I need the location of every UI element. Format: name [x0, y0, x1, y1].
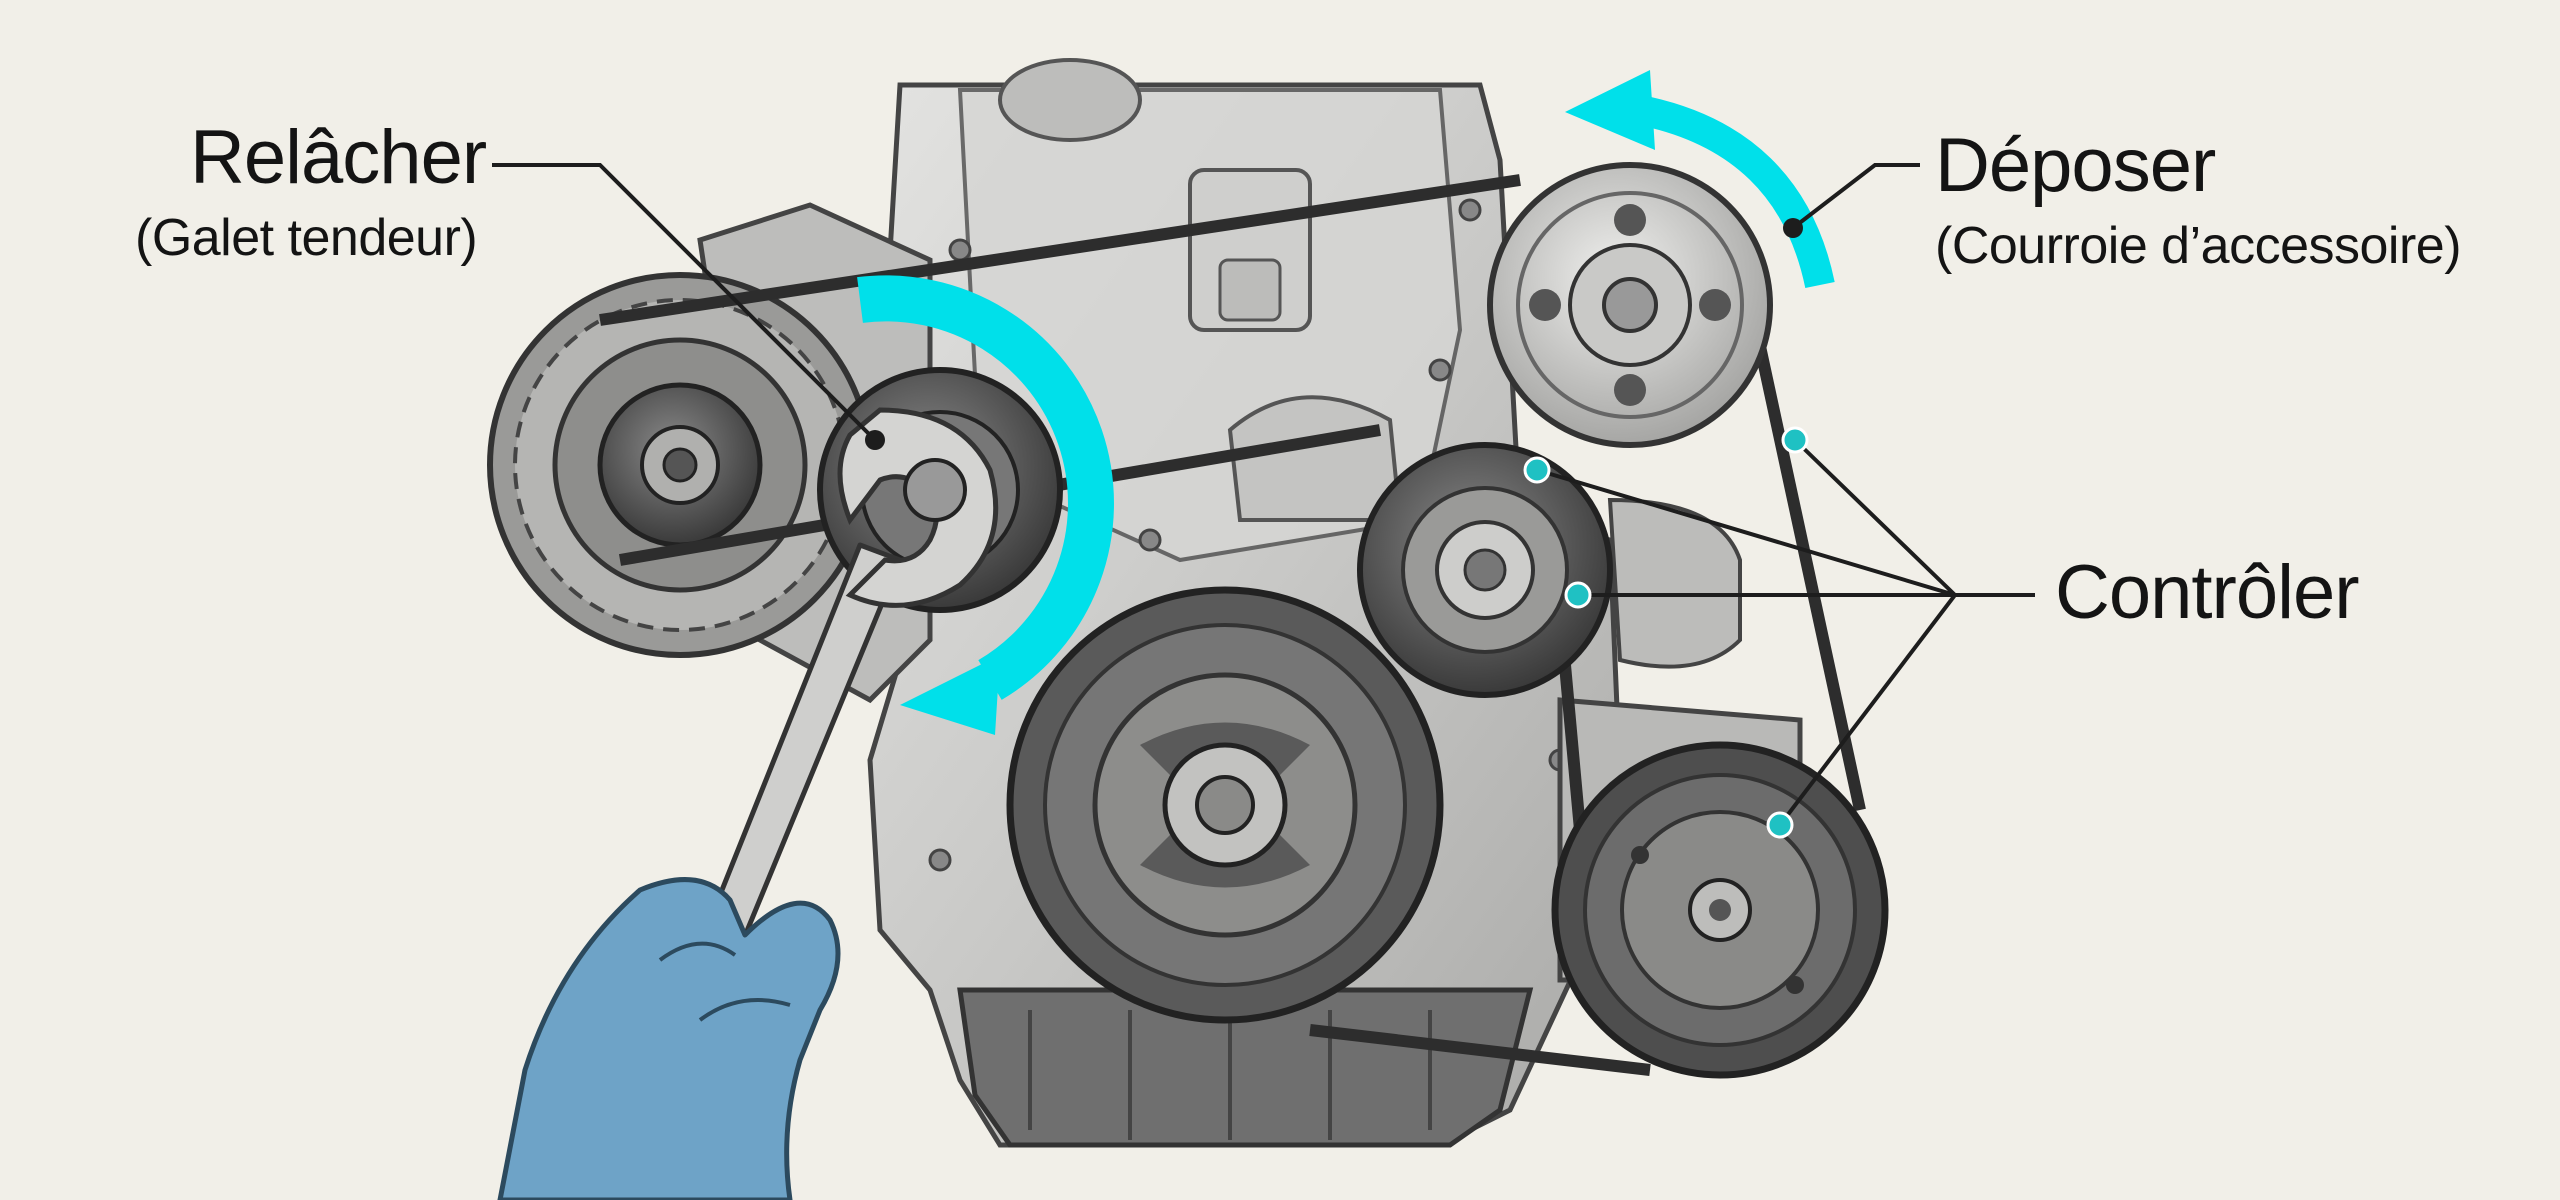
crankshaft-pulley — [1006, 586, 1444, 1024]
idler-pulley — [1357, 442, 1613, 698]
marker-compressor — [1766, 811, 1794, 839]
label-relacher-subtitle: (Galet tendeur) — [135, 209, 478, 267]
gloved-hand-icon — [497, 877, 841, 1200]
leader-controler-4 — [1778, 593, 1957, 827]
label-controler-title: Contrôler — [2055, 550, 2360, 635]
marker-deposer — [1783, 218, 1803, 238]
marker-idler — [1523, 456, 1551, 484]
clockwise-arrow-icon — [857, 275, 1114, 735]
wrench-icon — [697, 407, 999, 963]
marker-relacher — [865, 430, 885, 450]
alternator — [487, 272, 873, 658]
marker-belt — [1781, 426, 1809, 454]
leader-relacher — [492, 163, 877, 442]
curved-arrow-icon — [1565, 70, 1835, 289]
label-deposer-title: Déposer — [1935, 123, 2216, 208]
marker-dots — [865, 218, 1809, 839]
water-pump-pulley — [1487, 162, 1773, 448]
marker-idler-center — [1564, 581, 1592, 609]
label-relacher-title: Relâcher — [190, 115, 487, 200]
leader-lines — [492, 163, 2035, 827]
leader-controler-3 — [1793, 438, 1957, 597]
label-deposer-subtitle: (Courroie d’accessoire) — [1935, 217, 2462, 275]
leader-deposer — [1791, 163, 1920, 230]
ac-compressor-pulley — [1551, 741, 1889, 1079]
